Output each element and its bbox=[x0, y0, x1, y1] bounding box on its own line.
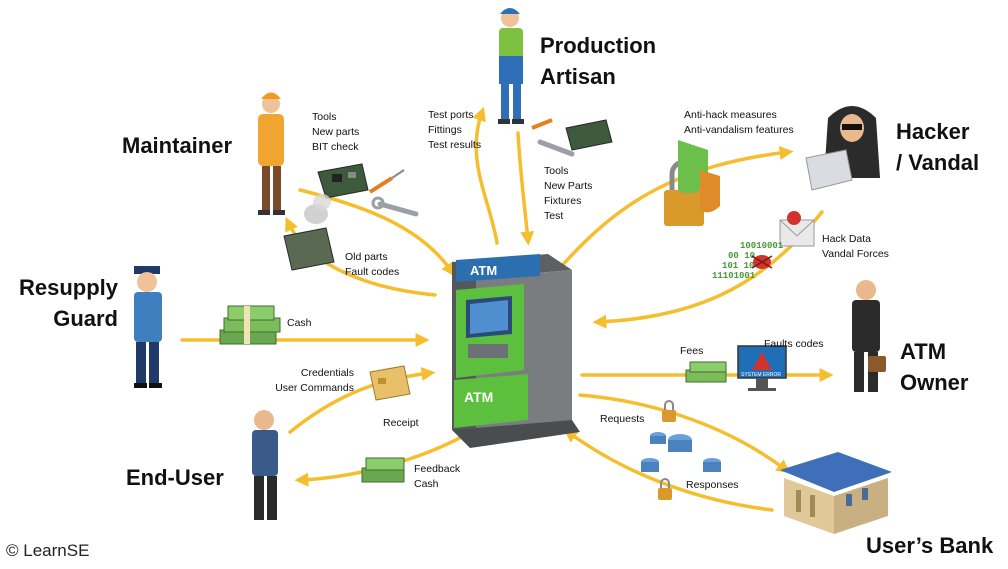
arrow-production-to-atm bbox=[516, 131, 535, 246]
label-line: Fixtures bbox=[544, 195, 582, 207]
label-line: Responses bbox=[686, 479, 739, 491]
label-line: Tools bbox=[312, 111, 337, 123]
bank-building-icon bbox=[780, 452, 892, 534]
label-line: Hack Data bbox=[822, 233, 872, 245]
actor-resupply-guard: Resupply Guard bbox=[18, 272, 118, 334]
atm-top-sign: ATM bbox=[470, 263, 497, 278]
actor-line: Hacker bbox=[896, 119, 970, 144]
wrench-icon bbox=[371, 196, 419, 217]
label-line: Feedback bbox=[414, 463, 461, 475]
label-line: Old parts bbox=[345, 251, 388, 263]
owner-figure bbox=[852, 280, 886, 392]
cash-stack-icon bbox=[219, 305, 281, 345]
actor-line: ATM bbox=[900, 339, 947, 364]
label-line: Anti-hack measures bbox=[684, 109, 777, 121]
arrow-atm-to-hacker bbox=[558, 146, 794, 270]
monitor-alert-icon: SYSTEM ERROR bbox=[737, 345, 787, 391]
shield-icon bbox=[678, 140, 720, 213]
label-line: Requests bbox=[600, 413, 645, 425]
actor-line: Owner bbox=[900, 370, 969, 395]
laptop-icon bbox=[805, 149, 853, 191]
guard-figure bbox=[134, 266, 162, 388]
atm-keypad bbox=[468, 344, 508, 358]
broken-board-icon bbox=[283, 194, 335, 271]
hacker-figure bbox=[805, 106, 880, 191]
label-maintainer-in: Tools New parts BIT check bbox=[312, 110, 359, 155]
atm-top-sign-panel bbox=[456, 254, 540, 282]
production-artisan-figure bbox=[498, 8, 524, 124]
screwdriver-icon bbox=[368, 169, 405, 194]
actor-line: / Vandal bbox=[896, 150, 980, 175]
actor-production-artisan: Production Artisan bbox=[540, 30, 656, 92]
label-enduser-receipt: Receipt bbox=[383, 416, 419, 431]
label-hacker-out: Hack Data Vandal Forces bbox=[822, 232, 889, 262]
label-line: BIT check bbox=[312, 141, 359, 153]
fees-cash-icon bbox=[685, 361, 727, 383]
label-line: Anti-vandalism features bbox=[684, 124, 794, 136]
actor-line: Artisan bbox=[540, 64, 616, 89]
label-owner-fees: Fees bbox=[680, 344, 703, 359]
binary-line: 00 10 bbox=[728, 251, 755, 261]
binary-data: 10010001 00 10 101 10 11101001 bbox=[712, 241, 784, 281]
enduser-figure bbox=[252, 410, 278, 520]
label-line: New Parts bbox=[544, 180, 593, 192]
lock-icon bbox=[662, 400, 676, 422]
label-bank-responses: Responses bbox=[686, 478, 739, 493]
label-line: Cash bbox=[414, 478, 439, 490]
arrow-enduser-to-atm bbox=[288, 367, 436, 434]
atm-body-sign: ATM bbox=[464, 389, 493, 405]
circuit-board-icon bbox=[317, 163, 369, 199]
lock-icon bbox=[658, 478, 672, 500]
label-line: Fees bbox=[680, 345, 704, 357]
actor-users-bank: User’s Bank bbox=[866, 533, 994, 558]
screen-alert-text: SYSTEM ERROR bbox=[741, 372, 781, 378]
database-network-icon bbox=[641, 432, 721, 472]
label-line: Test ports bbox=[428, 109, 474, 121]
actor-line: Resupply bbox=[18, 275, 118, 300]
label-enduser-out: Feedback Cash bbox=[414, 462, 460, 492]
label-line: Cash bbox=[287, 317, 312, 329]
label-production-in: Tools New Parts Fixtures Test bbox=[544, 164, 592, 224]
virus-mail-icon bbox=[779, 211, 815, 247]
copyright: © LearnSE bbox=[6, 541, 90, 560]
credit-card-icon bbox=[369, 365, 411, 401]
arrow-bank-to-atm bbox=[563, 428, 774, 512]
maintainer-figure bbox=[258, 92, 285, 215]
actor-line: Production bbox=[540, 33, 657, 58]
binary-line: 101 10 bbox=[722, 261, 754, 271]
label-hacker-in: Anti-hack measures Anti-vandalism featur… bbox=[684, 108, 794, 138]
actor-end-user: End-User bbox=[126, 465, 224, 490]
label-guard-cash: Cash bbox=[287, 316, 312, 331]
label-bank-requests: Requests bbox=[600, 412, 644, 427]
label-enduser-in: Credentials User Commands bbox=[240, 366, 354, 396]
actor-hacker: Hacker / Vandal bbox=[896, 116, 979, 178]
arrow-atm-to-production bbox=[472, 106, 499, 245]
label-line: Fittings bbox=[428, 124, 462, 136]
label-maintainer-out: Old parts Fault codes bbox=[345, 250, 399, 280]
label-owner-faults: Faults codes bbox=[764, 337, 824, 352]
label-line: Tools bbox=[544, 165, 569, 177]
label-line: Credentials bbox=[300, 367, 354, 379]
binary-line: 11101001 bbox=[712, 271, 756, 281]
label-line: Test bbox=[544, 210, 564, 222]
enduser-cash-icon bbox=[361, 457, 405, 483]
actor-atm-owner: ATM Owner bbox=[900, 336, 968, 398]
label-line: Receipt bbox=[383, 417, 419, 429]
binary-line: 10010001 bbox=[740, 241, 784, 251]
arrow-atm-to-bank bbox=[578, 393, 791, 474]
actor-line: Guard bbox=[53, 306, 118, 331]
production-tools-icon bbox=[531, 118, 613, 157]
atm-machine: ATM ATM bbox=[452, 254, 580, 448]
label-production-out: Test ports Fittings Test results bbox=[428, 108, 481, 153]
briefcase-icon bbox=[868, 356, 886, 372]
label-line: Test results bbox=[428, 139, 482, 151]
label-line: User Commands bbox=[275, 382, 354, 394]
label-line: Vandal Forces bbox=[822, 248, 889, 260]
actor-maintainer: Maintainer bbox=[122, 133, 233, 158]
bug-icon bbox=[751, 255, 773, 269]
label-line: Faults codes bbox=[764, 338, 824, 350]
label-line: New parts bbox=[312, 126, 360, 138]
label-line: Fault codes bbox=[345, 266, 400, 278]
